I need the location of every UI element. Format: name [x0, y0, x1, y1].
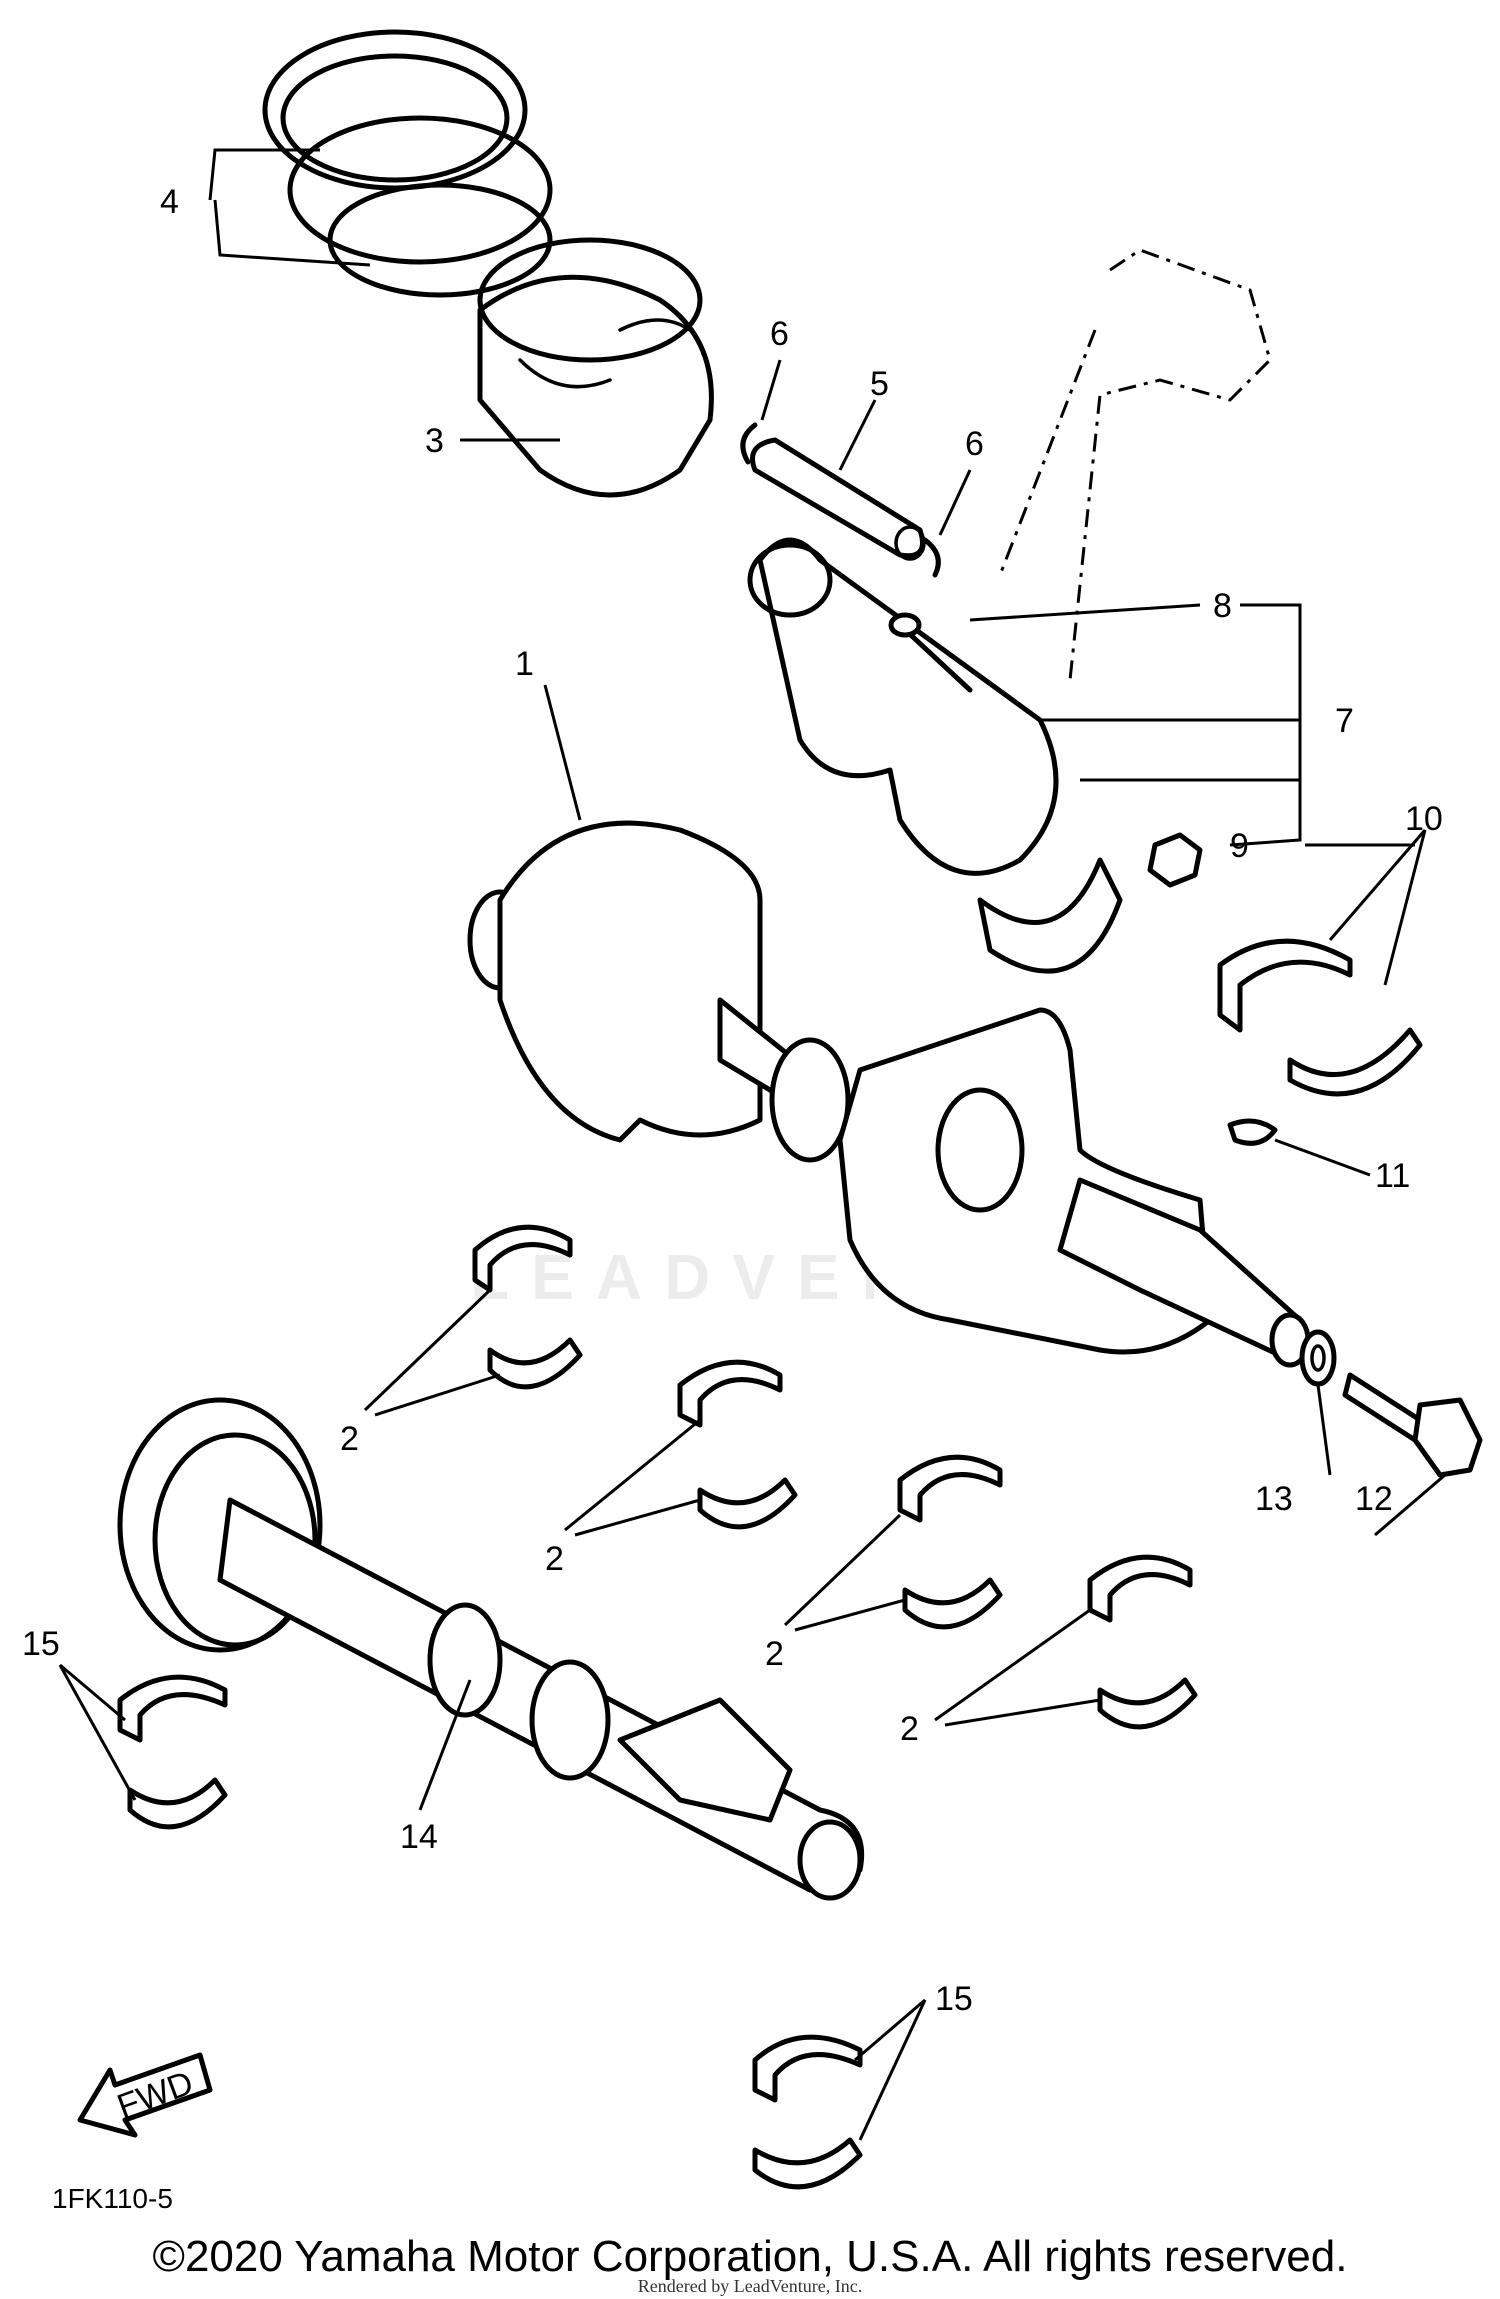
callout-11: 11	[1375, 1157, 1410, 1195]
rod-bolt[interactable]	[888, 612, 973, 693]
callout-15-right: 15	[935, 1980, 973, 2018]
circlip-right[interactable]	[922, 537, 941, 578]
callout-15-left: 15	[22, 1625, 60, 1663]
balancer-bearing-right[interactable]	[752, 2034, 863, 2190]
connecting-rod[interactable]	[747, 248, 1272, 974]
main-bearing-2[interactable]	[677, 1359, 798, 1530]
callout-12: 12	[1355, 1480, 1393, 1518]
balancer-shaft[interactable]	[117, 1397, 865, 1901]
callout-9: 9	[1230, 827, 1249, 865]
piston-pin[interactable]	[750, 437, 926, 561]
washer[interactable]	[1299, 1329, 1337, 1387]
piston-rings[interactable]	[262, 29, 553, 298]
crank-bolt[interactable]	[1342, 1372, 1483, 1478]
rendered-by-note: Rendered by LeadVenture, Inc.	[637, 2276, 863, 2296]
copyright-notice: ©2020 Yamaha Motor Corporation, U.S.A. A…	[152, 2232, 1348, 2281]
callout-6-right: 6	[965, 425, 984, 463]
main-bearing-3[interactable]	[897, 1454, 1003, 1630]
main-bearing-4[interactable]	[1087, 1554, 1198, 1730]
crankshaft[interactable]	[467, 820, 1311, 1368]
callout-2-d: 2	[900, 1710, 919, 1748]
rod-nut[interactable]	[1147, 832, 1203, 888]
callout-4: 4	[160, 183, 179, 221]
woodruff-key[interactable]	[1227, 1118, 1278, 1146]
callout-2-c: 2	[765, 1635, 784, 1673]
leader-lines	[58, 148, 1446, 2141]
callout-13: 13	[1255, 1480, 1293, 1518]
main-bearing-1[interactable]	[472, 1224, 583, 1390]
rod-bearing-upper[interactable]	[1217, 938, 1353, 1033]
callout-14: 14	[400, 1818, 438, 1856]
balancer-bearing-left[interactable]	[117, 1674, 228, 1830]
callout-2-b: 2	[545, 1540, 564, 1578]
callout-10: 10	[1405, 800, 1443, 838]
diagram-code: 1FK110-5	[52, 2183, 173, 2214]
callout-labels: 4 3 6 5 6 8 7 9 10 1 11 12 13 2 2 2 2 14…	[22, 183, 1443, 2018]
callout-3: 3	[425, 422, 444, 460]
callout-5: 5	[870, 365, 889, 403]
callout-6-left: 6	[770, 315, 789, 353]
callout-1: 1	[515, 645, 534, 683]
rod-bearing-lower[interactable]	[1287, 1027, 1423, 1097]
fwd-arrow-icon: FWD	[77, 2052, 213, 2138]
callout-2-a: 2	[340, 1420, 359, 1458]
callout-7: 7	[1335, 702, 1354, 740]
callout-8: 8	[1213, 587, 1232, 625]
circlip-left[interactable]	[740, 422, 758, 465]
